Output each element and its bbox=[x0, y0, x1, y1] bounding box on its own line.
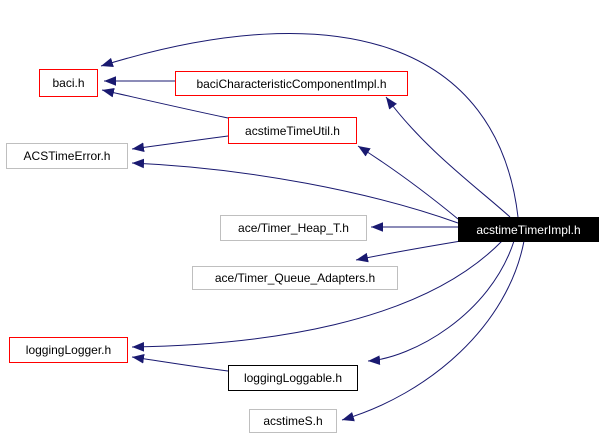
node-label: ACSTimeError.h bbox=[23, 149, 111, 163]
node-acstime-s-h[interactable]: acstimeS.h bbox=[249, 409, 337, 433]
node-baci-characteristic-component-impl-h[interactable]: baciCharacteristicComponentImpl.h bbox=[175, 71, 408, 96]
node-acstime-timer-impl-h-root: acstimeTimerImpl.h bbox=[458, 217, 599, 242]
node-label: baciCharacteristicComponentImpl.h bbox=[196, 76, 387, 91]
edge-root-to-adapters bbox=[355, 240, 462, 263]
node-logging-loggable-h[interactable]: loggingLoggable.h bbox=[228, 365, 358, 391]
node-acs-time-error-h[interactable]: ACSTimeError.h bbox=[6, 143, 128, 169]
edge-root-to-acstimes bbox=[341, 240, 525, 422]
edge-loggable-to-logger bbox=[131, 353, 229, 372]
edge-root-to-loggable bbox=[367, 240, 515, 365]
edge-root-to-acstimeerror bbox=[131, 158, 459, 224]
node-label: loggingLogger.h bbox=[25, 343, 112, 357]
node-label: loggingLoggable.h bbox=[243, 371, 343, 385]
node-label: baci.h bbox=[52, 76, 85, 90]
node-label: acstimeTimeUtil.h bbox=[245, 123, 340, 138]
node-label: acstimeTimerImpl.h bbox=[476, 222, 581, 237]
edge-root-to-baci bbox=[100, 33, 519, 218]
edge-root-to-char bbox=[385, 96, 511, 218]
node-label: ace/Timer_Queue_Adapters.h bbox=[214, 271, 376, 285]
edge-root-to-logger bbox=[131, 240, 503, 352]
edge-root-to-timeutil bbox=[357, 145, 459, 220]
node-ace-timer-heap-t-h[interactable]: ace/Timer_Heap_T.h bbox=[220, 215, 367, 241]
node-baci-h[interactable]: baci.h bbox=[39, 69, 98, 97]
edge-timeutil-to-baci bbox=[101, 87, 229, 119]
node-label: acstimeS.h bbox=[263, 414, 323, 428]
node-logging-logger-h[interactable]: loggingLogger.h bbox=[9, 337, 128, 363]
node-acstime-time-util-h[interactable]: acstimeTimeUtil.h bbox=[228, 117, 357, 144]
node-label: ace/Timer_Heap_T.h bbox=[238, 221, 349, 235]
edge-timeutil-to-acstimeerror bbox=[131, 135, 229, 153]
node-ace-timer-queue-adapters-h[interactable]: ace/Timer_Queue_Adapters.h bbox=[192, 266, 398, 290]
